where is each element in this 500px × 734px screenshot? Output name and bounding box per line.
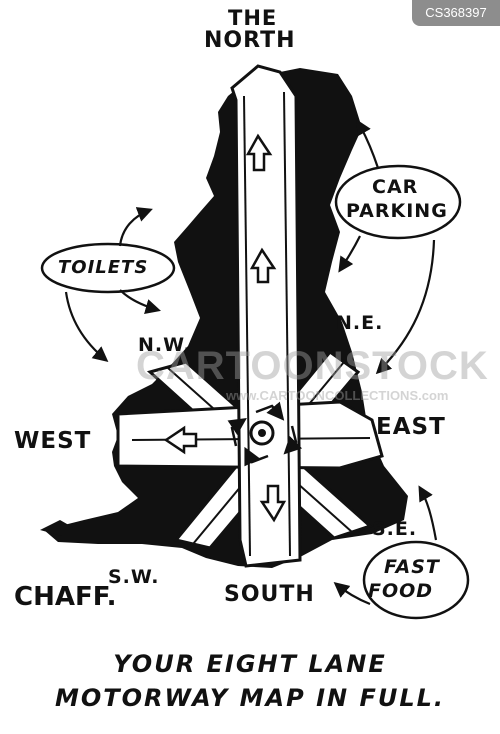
curved-arrow-icon bbox=[375, 239, 436, 375]
south-label: SOUTH bbox=[224, 582, 315, 607]
ne-label: N.E. bbox=[336, 312, 384, 334]
north-label-line1: THE bbox=[228, 6, 278, 30]
curved-arrow-icon bbox=[418, 485, 438, 541]
caption-line1: YOUR EIGHT LANE bbox=[113, 650, 387, 678]
curved-arrow-icon bbox=[338, 235, 361, 273]
north-south-motorway bbox=[230, 64, 302, 568]
roundabout bbox=[227, 401, 303, 467]
car-parking-label-line2: PARKING bbox=[346, 200, 448, 222]
island-shape bbox=[40, 520, 74, 536]
car-parking-oval bbox=[334, 164, 462, 240]
curved-arrow-icon bbox=[333, 582, 371, 606]
toilets-oval bbox=[40, 242, 176, 294]
watermark-main: CARTOONSTOCK bbox=[136, 344, 489, 388]
arrow-down-icon bbox=[259, 484, 287, 523]
fast-food-label-line2: FOOD bbox=[368, 580, 434, 602]
arrow-up-icon bbox=[249, 247, 277, 284]
arrow-left-icon bbox=[163, 425, 198, 455]
curved-arrow-icon bbox=[119, 289, 161, 315]
curved-arrow-icon bbox=[356, 119, 380, 169]
catalog-id-badge: CS368397 bbox=[412, 0, 500, 26]
east-label: EAST bbox=[376, 414, 446, 440]
roundabout-arrow-icon bbox=[244, 446, 269, 467]
watermark-sub: www.CARTOONCOLLECTIONS.com bbox=[226, 388, 449, 403]
curved-arrow-icon bbox=[118, 207, 153, 247]
roundabout-arrow-icon bbox=[255, 401, 285, 421]
arrow-up-icon bbox=[245, 133, 273, 172]
artist-signature: CHAFF. bbox=[14, 582, 117, 612]
fast-food-label-line1: FAST bbox=[384, 556, 440, 578]
west-label: WEST bbox=[14, 428, 92, 454]
caption-line2: MOTORWAY MAP IN FULL. bbox=[54, 684, 446, 712]
sw-label: S.W. bbox=[108, 566, 160, 588]
toilets-label: TOILETS bbox=[58, 257, 149, 278]
roundabout-arrow-icon bbox=[227, 418, 247, 447]
curved-arrow-icon bbox=[64, 291, 109, 362]
se-label: S.E. bbox=[372, 518, 418, 540]
fast-food-oval bbox=[362, 540, 470, 620]
car-parking-label-line1: CAR bbox=[372, 176, 419, 198]
nw-label: N.W. bbox=[138, 334, 192, 356]
pointer-arrows bbox=[64, 119, 438, 606]
north-label-line2: NORTH bbox=[204, 28, 296, 53]
lane-arrows bbox=[163, 133, 287, 523]
roundabout-arrow-icon bbox=[283, 425, 303, 455]
